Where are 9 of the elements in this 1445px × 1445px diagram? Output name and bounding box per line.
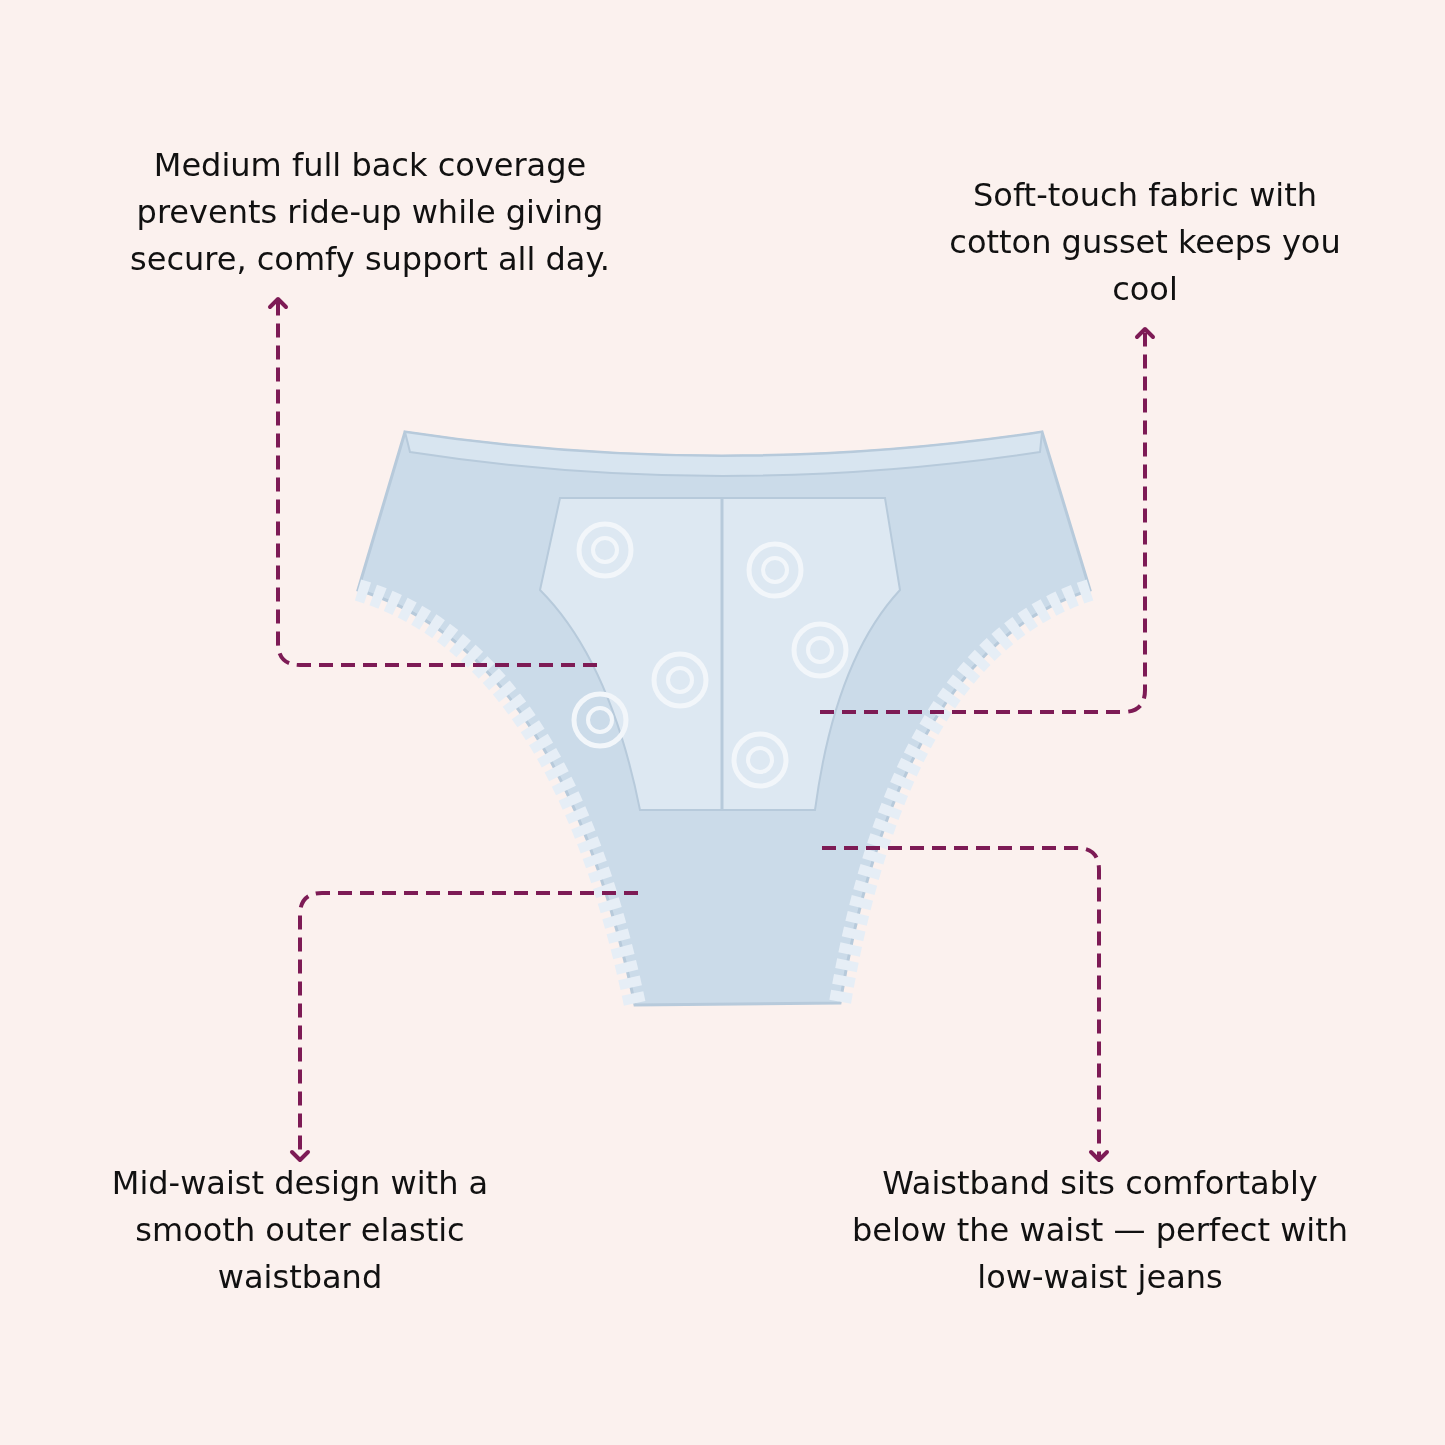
feature-text: Mid-waist design with a smooth outer elastic waistband — [110, 1163, 490, 1298]
leader-line — [822, 846, 1109, 1162]
leader-line — [268, 297, 597, 667]
feature-text: Soft-touch fabric with cotton gusset keeps you cool — [948, 175, 1342, 310]
leader-line — [290, 891, 638, 1162]
feature-text: Waistband sits comfortably below the waist — perfect with low-waist jeans — [850, 1163, 1349, 1298]
feature-text: Medium full back coverage prevents ride-up while giving secure, comfy support all day. — [129, 145, 611, 280]
briefs-drawing — [354, 430, 1094, 1008]
leader-line — [820, 327, 1155, 714]
